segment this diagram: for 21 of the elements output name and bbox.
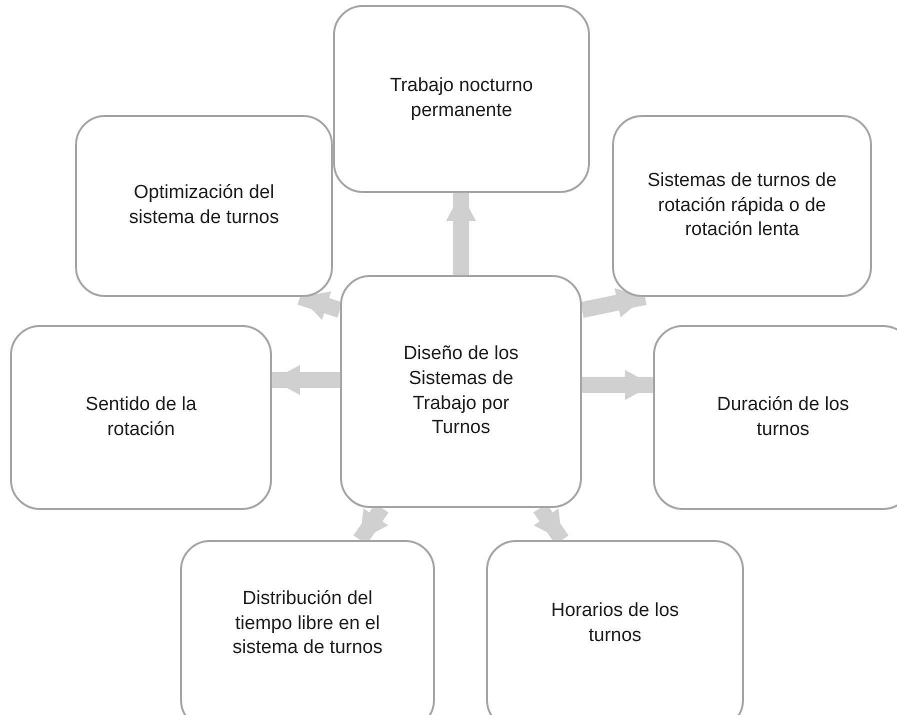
rounded-box <box>333 5 590 193</box>
box-label: Optimización del sistema de turnos <box>128 181 280 230</box>
rounded-box <box>486 540 744 715</box>
box-label: Diseño de los Sistemas de Trabajo por Turnos <box>402 342 520 440</box>
arrow <box>298 289 342 320</box>
arrow <box>272 365 340 395</box>
arrow <box>582 370 653 400</box>
box-label: Sistemas de turnos de rotación rápida o de rotación lenta <box>646 168 838 242</box>
rounded-box <box>612 115 872 297</box>
rounded-box <box>340 275 582 508</box>
rounded-box <box>75 115 333 297</box>
arrow <box>446 193 476 275</box>
box-label: Duración de los turnos <box>716 392 850 442</box>
arrow <box>580 288 647 318</box>
box-label: Horarios de los turnos <box>550 599 680 648</box>
box-label: Distribución del tiempo libre en el sistema de turnos <box>232 586 384 660</box>
box-label: Sentido de la rotación <box>84 392 198 442</box>
rounded-box <box>180 540 435 715</box>
rounded-box <box>653 325 897 510</box>
rounded-box <box>10 325 272 510</box>
box-label: Trabajo nocturno permanente <box>389 74 534 123</box>
